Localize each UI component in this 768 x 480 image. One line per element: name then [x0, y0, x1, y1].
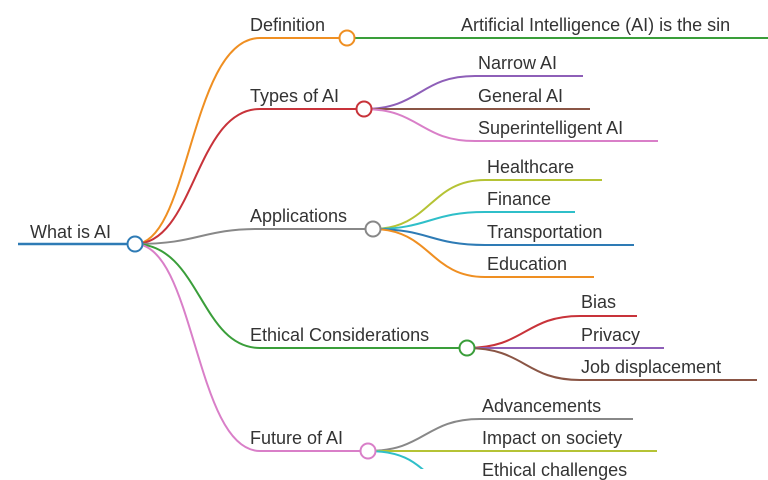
root-node-toggle[interactable]	[126, 235, 144, 253]
branch-ethical-considerations[interactable]: Ethical Considerations	[250, 325, 430, 345]
leaf-advancements[interactable]: Advancements	[482, 396, 602, 416]
leaf-finance[interactable]: Finance	[487, 189, 552, 209]
leaf-general-ai[interactable]: General AI	[478, 86, 564, 106]
leaf-ethical-challenges[interactable]: Ethical challenges	[482, 460, 628, 480]
branch-applications[interactable]: Applications	[250, 206, 348, 226]
leaf-transportation[interactable]: Transportation	[487, 222, 603, 242]
branch-future-of-ai[interactable]: Future of AI	[250, 428, 344, 448]
root-node-label[interactable]: What is AI	[30, 222, 112, 242]
leaf-superintelligent-ai[interactable]: Superintelligent AI	[478, 118, 624, 138]
leaf-education[interactable]: Education	[487, 254, 568, 274]
leaf-impact-on-society[interactable]: Impact on society	[482, 428, 623, 448]
leaf-bias[interactable]: Bias	[581, 292, 617, 312]
ethical-node-toggle[interactable]	[458, 339, 476, 357]
definition-node-toggle[interactable]	[338, 29, 356, 47]
leaf-privacy[interactable]: Privacy	[581, 325, 641, 345]
future-node-toggle[interactable]	[359, 442, 377, 460]
leaf-job-displacement[interactable]: Job displacement	[581, 357, 722, 377]
leaf-narrow-ai[interactable]: Narrow AI	[478, 53, 558, 73]
definition-text[interactable]: Artificial Intelligence (AI) is the sin	[461, 15, 731, 35]
branch-definition[interactable]: Definition	[250, 15, 326, 35]
types-node-toggle[interactable]	[355, 100, 373, 118]
leaf-healthcare[interactable]: Healthcare	[487, 157, 575, 177]
branch-types-of-ai[interactable]: Types of AI	[250, 86, 340, 106]
applications-node-toggle[interactable]	[364, 220, 382, 238]
mindmap-connectors	[18, 29, 768, 469]
